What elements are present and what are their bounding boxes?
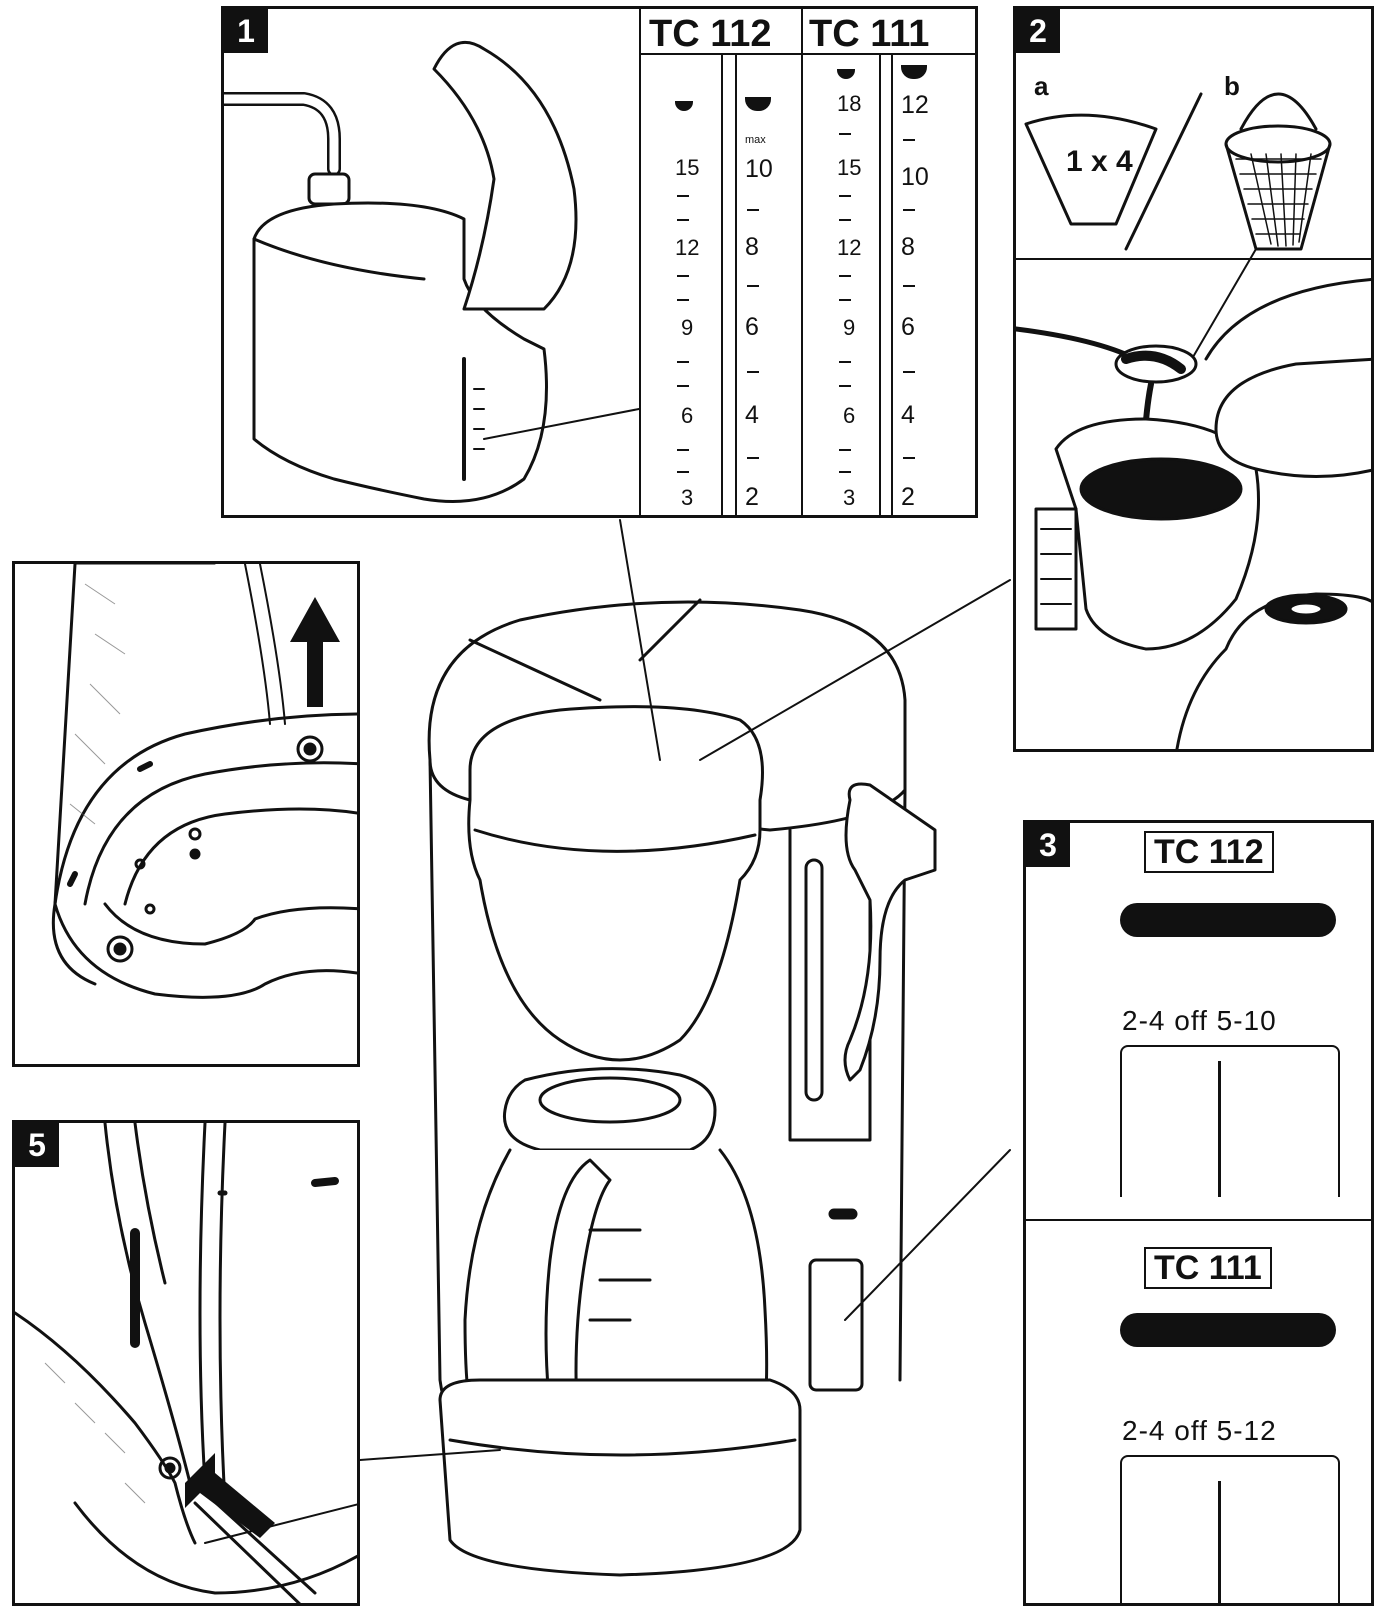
option-b-label: b [1224, 71, 1240, 101]
switch-positions-tc111: 2-4 off 5-12 [1122, 1415, 1277, 1446]
tc111-left-12: 12 [837, 235, 862, 260]
tc112-right-8: 8 [745, 233, 759, 261]
mug-icon [745, 97, 771, 111]
base-screws-illustration [51, 564, 357, 999]
tc112-left-15: 15 [675, 155, 700, 180]
scale-tc111: TC 111 18 15 12 9 6 3 12 10 8 6 4 2 [801, 9, 975, 515]
tc111-left-9: 9 [843, 315, 856, 340]
handle-screw-illustration [15, 1123, 357, 1603]
panel-1-water-fill: 1 TC 112 max 15 12 9 6 [221, 6, 978, 518]
filter-options-illustration [1016, 92, 1371, 749]
cup-icon [675, 101, 693, 111]
indicator-bar-tc111 [1120, 1313, 1336, 1347]
step-badge: 1 [224, 9, 268, 53]
switch-positions-tc112: 2-4 off 5-10 [1122, 1005, 1277, 1036]
scale-tc112: TC 112 max 15 12 9 6 3 10 8 6 4 2 [639, 9, 801, 515]
tc111-left-15: 15 [837, 155, 862, 180]
tc112-left-9: 9 [681, 315, 694, 340]
mug-icon [901, 65, 927, 79]
tc111-right-6: 6 [901, 313, 915, 341]
tc111-left-3: 3 [843, 485, 856, 510]
tc111-left-6: 6 [843, 403, 856, 428]
step-badge: 3 [1026, 823, 1070, 867]
indicator-bar-tc112 [1120, 903, 1336, 937]
max-label: max [745, 134, 766, 146]
tc112-left-6: 6 [681, 403, 694, 428]
model-label-tc111: TC 111 [809, 13, 930, 55]
filter-size-text: 1 x 4 [1066, 145, 1133, 178]
tc112-right-2: 2 [745, 483, 759, 511]
tc111-right-12: 12 [901, 91, 929, 119]
step-badge: 2 [1016, 9, 1060, 53]
tc111-right-8: 8 [901, 233, 915, 261]
arrow-up-icon [285, 592, 345, 712]
switch-slot-tc111 [1120, 1455, 1340, 1603]
tc112-right-6: 6 [745, 313, 759, 341]
option-a-label: a [1034, 71, 1049, 101]
panel-4-base-screws [12, 561, 360, 1067]
model-label-tc112: TC 112 [1144, 831, 1274, 873]
model-label-tc111: TC 111 [1144, 1247, 1272, 1289]
panel-2-filter-coffee: 2 a b [1013, 6, 1374, 752]
panel-3-switch-settings: 3 TC 112 2-4 off 5-10 TC 111 2-4 off 5-1… [1023, 820, 1374, 1606]
switch-slot-tc112 [1120, 1045, 1340, 1197]
tc112-left-12: 12 [675, 235, 700, 260]
model-label-tc112: TC 112 [649, 13, 772, 55]
tc112-left-3: 3 [681, 485, 694, 510]
tc111-right-10: 10 [901, 163, 929, 191]
step-badge: 5 [15, 1123, 59, 1167]
tc111-left-18: 18 [837, 91, 862, 116]
tc112-right-4: 4 [745, 401, 759, 429]
tc112-right-10: 10 [745, 155, 773, 183]
tc111-right-2: 2 [901, 483, 915, 511]
tank-fill-illustration [224, 40, 640, 503]
tc111-right-4: 4 [901, 401, 915, 429]
panel-5-carafe-handle: 5 [12, 1120, 360, 1606]
cup-icon [837, 69, 855, 79]
